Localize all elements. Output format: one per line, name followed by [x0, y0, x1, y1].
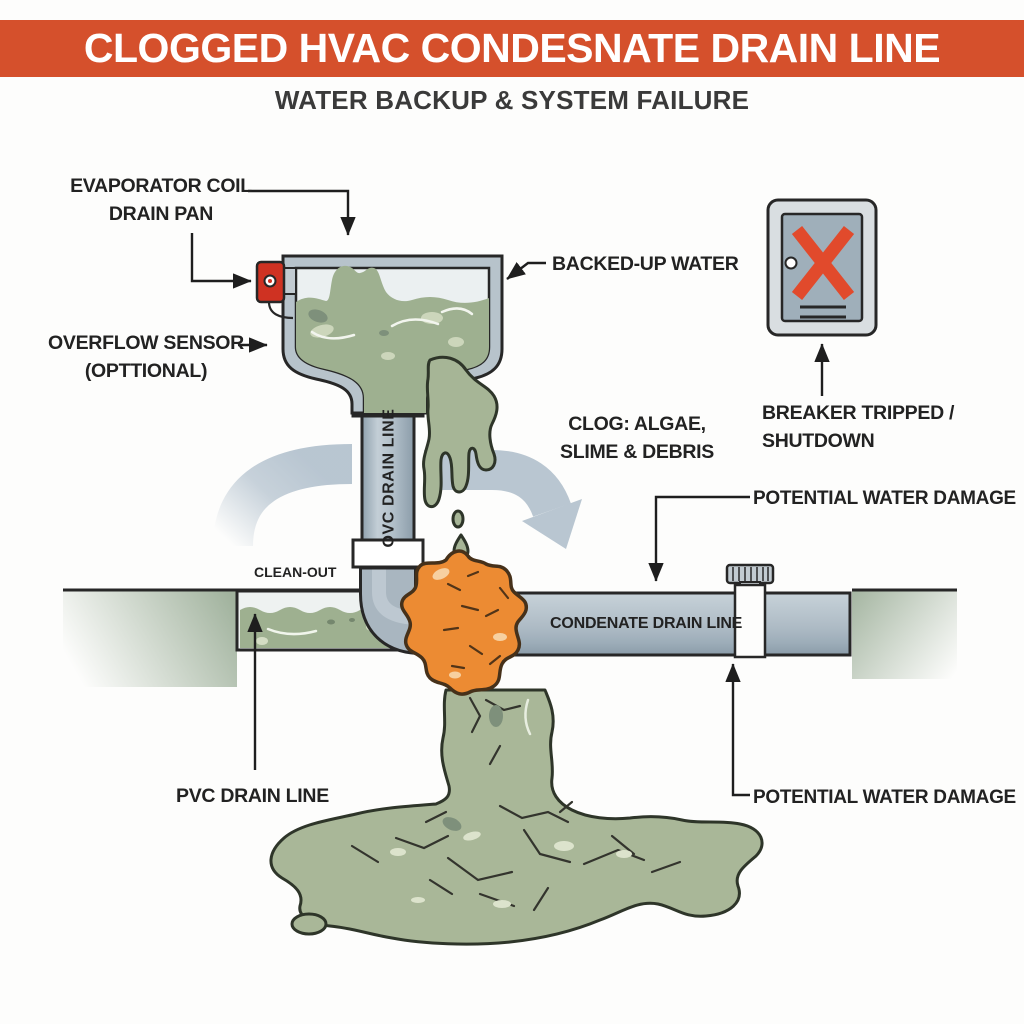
pipe-coupling-bottom [351, 538, 425, 569]
label-potential-water-damage-lower: POTENTIAL WATER DAMAGE [753, 787, 1016, 808]
connectors [190, 189, 830, 797]
label-clean-out: CLEAN-OUT [254, 564, 337, 580]
soil-right [852, 591, 957, 679]
cleanout-fitting [725, 563, 775, 659]
clog [399, 549, 529, 696]
flow-direction-arrow [213, 444, 582, 549]
label-clog: CLOG: ALGAE, SLIME & DEBRIS [560, 413, 714, 464]
soil-left [63, 591, 237, 687]
label-pvc-drain-line: PVC DRAIN LINE [176, 785, 329, 807]
breaker-panel [766, 198, 878, 337]
page-title: CLOGGED HVAC CONDESNATE DRAIN LINE [83, 25, 941, 71]
leak-puddle [269, 688, 764, 946]
label-potential-water-damage-upper: POTENTIAL WATER DAMAGE [753, 488, 1016, 509]
arrow-potential-upper [648, 495, 750, 582]
label-evaporator-coil-drain-pan: EVAPORATOR COIL DRAIN PAN [70, 175, 252, 226]
label-ovc-drain-line-vertical: OVC DRAIN LINE [380, 408, 398, 548]
arrow-potential-lower [725, 663, 750, 797]
arrow-backed-up-water [506, 261, 546, 280]
arrow-evaporator-pan [248, 189, 356, 236]
label-breaker-tripped: BREAKER TRIPPED / SHUTDOWN [762, 402, 955, 453]
label-backed-up-water: BACKED-UP WATER [552, 253, 739, 275]
page-subtitle: WATER BACKUP & SYSTEM FAILURE [274, 85, 750, 115]
title-banner: CLOGGED HVAC CONDESNATE DRAIN LINE [0, 20, 1024, 77]
label-condensate-drain-line: CONDENATE DRAIN LINE [550, 615, 743, 632]
breaker-x-icon [791, 225, 855, 301]
overflow-sensor [255, 260, 297, 320]
arrow-to-sensor [190, 233, 252, 289]
slime-overflow [422, 355, 499, 560]
condensate-pipe [514, 591, 852, 657]
label-overflow-sensor: OVERFLOW SENSOR (OPTTIONAL) [48, 332, 244, 383]
